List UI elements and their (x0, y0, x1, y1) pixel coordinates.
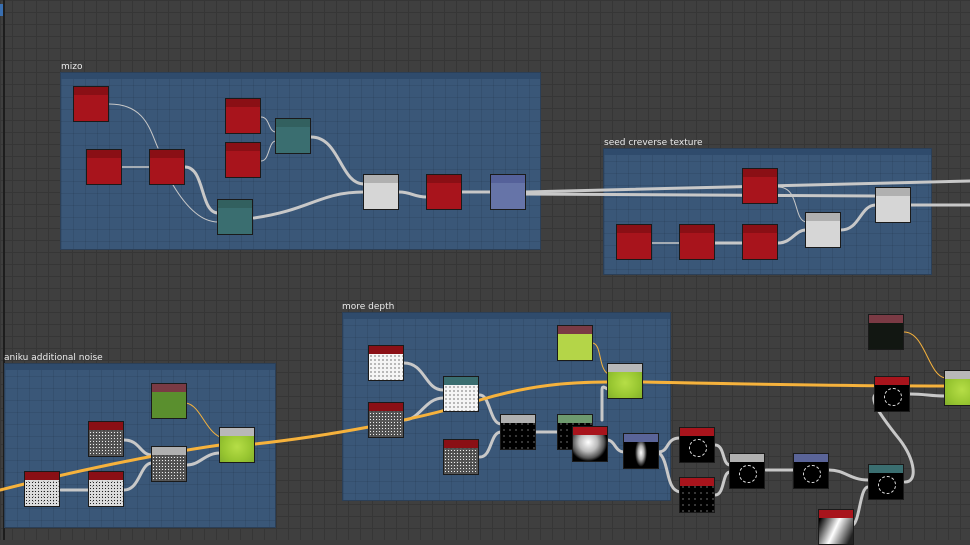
color-node[interactable] (742, 168, 778, 204)
blend-node[interactable] (275, 118, 311, 154)
color-node[interactable] (679, 224, 715, 260)
frame-mizo[interactable] (60, 72, 541, 250)
color-node[interactable] (225, 142, 261, 178)
mix-node[interactable] (729, 453, 765, 489)
blend-node[interactable] (868, 464, 904, 500)
color-fill-node[interactable] (868, 314, 904, 350)
blend-result-node[interactable] (607, 363, 643, 399)
color-fill-node[interactable] (557, 325, 593, 361)
linear-gradient-node[interactable] (818, 509, 854, 545)
frame-label-mizo: mizo (61, 62, 83, 72)
mix-node[interactable] (875, 187, 911, 223)
mix-noise-node[interactable] (151, 446, 187, 482)
frame-header[interactable] (343, 313, 670, 319)
ellipse-shape-node[interactable] (623, 433, 659, 469)
noise-texture-node[interactable] (88, 421, 124, 457)
sphere-gradient-node[interactable] (572, 426, 608, 462)
panel-splitter[interactable] (3, 0, 5, 540)
noise-texture-node[interactable] (88, 471, 124, 507)
transform-node[interactable] (793, 453, 829, 489)
ring-mask-node[interactable] (679, 427, 715, 463)
frame-label-more-depth: more depth (342, 302, 395, 312)
mix-node[interactable] (363, 174, 399, 210)
noise-texture-node[interactable] (443, 439, 479, 475)
color-node[interactable] (616, 224, 652, 260)
color-node[interactable] (86, 149, 122, 185)
color-node[interactable] (149, 149, 185, 185)
ring-mask-node[interactable] (874, 376, 910, 412)
frame-header[interactable] (604, 149, 931, 155)
mix-node[interactable] (500, 414, 536, 450)
scrollbar-thumb[interactable] (0, 4, 3, 16)
blend-result-node[interactable] (944, 370, 970, 406)
color-node[interactable] (73, 86, 109, 122)
ring-mask-node[interactable] (679, 477, 715, 513)
noise-texture-node[interactable] (24, 471, 60, 507)
color-node[interactable] (426, 174, 462, 210)
blend-noise-node[interactable] (443, 376, 479, 412)
color-node[interactable] (742, 224, 778, 260)
output-node[interactable] (490, 174, 526, 210)
blend-node[interactable] (217, 199, 253, 235)
mix-node[interactable] (805, 212, 841, 248)
noise-texture-node[interactable] (368, 345, 404, 381)
noise-texture-node[interactable] (368, 402, 404, 438)
frame-label-aniku-additional-noise: aniku additional noise (4, 353, 103, 363)
frame-header[interactable] (61, 73, 540, 79)
color-fill-node[interactable] (151, 383, 187, 419)
frame-label-seed-creverse-texture: seed creverse texture (604, 138, 703, 148)
color-node[interactable] (225, 98, 261, 134)
blend-result-node[interactable] (219, 427, 255, 463)
frame-header[interactable] (5, 364, 275, 370)
